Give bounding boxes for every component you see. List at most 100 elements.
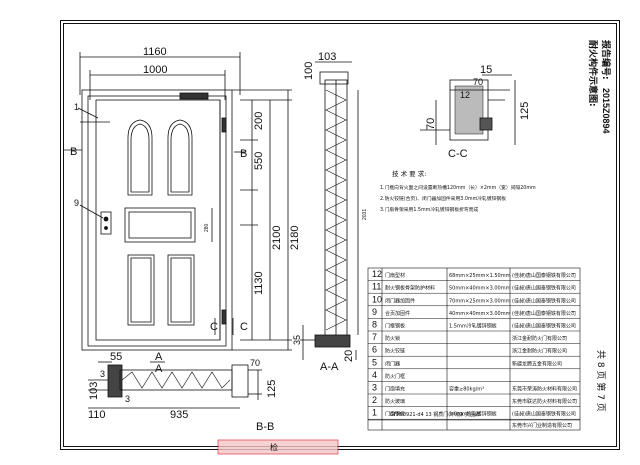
table-cell-no: 1 bbox=[372, 408, 377, 418]
front-view bbox=[64, 52, 292, 351]
front-view-labels: 1160 1000 200 550 2100 2180 1130 280 B B… bbox=[70, 46, 301, 333]
dim-2100: 2100 bbox=[271, 226, 283, 250]
table-cell-no: 6 bbox=[372, 345, 377, 355]
table-cell-name: 门框钢板 bbox=[385, 323, 405, 330]
table-cell-name: 防火玻璃 bbox=[385, 398, 405, 405]
aa-dim-20: 20 bbox=[343, 350, 355, 362]
table-cell-maker: 浙江金耐防火门有限公司 bbox=[512, 335, 567, 342]
callout-6: 9 bbox=[74, 198, 79, 208]
table-cell-name: 防火门框 bbox=[385, 373, 405, 380]
table-cell-spec: 1.0mm冷轧镀锌钢板 bbox=[449, 411, 497, 418]
bb-dim-70: 70 bbox=[250, 358, 260, 368]
aa-dim-35: 35 bbox=[292, 335, 302, 345]
cc-dim-70b: 70 bbox=[473, 77, 483, 87]
table-cell-no: 5 bbox=[372, 357, 377, 367]
dim-2180: 2180 bbox=[289, 226, 301, 250]
section-cc bbox=[420, 74, 516, 145]
table-cell-maker: 浙江金耐防火门有限公司 bbox=[512, 348, 567, 355]
table-cell-no: 4 bbox=[372, 370, 377, 380]
bb-dim-110: 110 bbox=[88, 409, 106, 421]
bb-marker-a-top: A bbox=[155, 351, 163, 363]
section-bb-title: B-B bbox=[256, 421, 274, 433]
section-cc-labels: 15 70 125 70 12 C-C bbox=[425, 64, 531, 160]
dim-1130: 1130 bbox=[253, 271, 265, 295]
tech-notes: 技 术 要 求: 1.门框向背火面之间设置断热槽120mm（长）×2mm（宽）间… bbox=[380, 169, 536, 213]
bb-dim-935: 935 bbox=[170, 409, 188, 421]
section-marker-c-left: C bbox=[210, 321, 218, 333]
aa-dim-100: 100 bbox=[303, 62, 315, 80]
footer-right: 东莞市兴门业制造有限公司 bbox=[512, 422, 572, 429]
dim-200: 200 bbox=[253, 112, 265, 130]
section-aa bbox=[300, 61, 359, 360]
table-cell-maker: (佳昶)唐山国泰钢铁有限公司 bbox=[512, 272, 576, 279]
table-cell-name: 闭门器 bbox=[385, 360, 400, 367]
table-cell-no: 2 bbox=[372, 395, 377, 405]
table-cell-no: 11 bbox=[372, 282, 381, 292]
tech-notes-heading: 技 术 要 求: bbox=[392, 169, 426, 178]
drawing-title: 耐火构件示意图: bbox=[587, 40, 599, 107]
table-cell-maker: 新疆龙腾五金有限公司 bbox=[512, 360, 562, 367]
dim-550: 550 bbox=[253, 152, 265, 170]
table-cell-maker: (佳昶)唐山国泰钢铁有限公司 bbox=[512, 310, 576, 317]
bb-marker-a-bottom: A bbox=[155, 363, 163, 375]
callout-1: 1 bbox=[74, 102, 79, 112]
table-cell-name: 门扇钢板 bbox=[385, 411, 405, 418]
table-cell-maker: 东莞市荣涛防火材料有限公司 bbox=[512, 386, 577, 393]
report-no: 2015Z0894 bbox=[601, 88, 611, 134]
bb-dim-55: 55 bbox=[110, 351, 122, 363]
section-cc-title: C-C bbox=[448, 148, 468, 160]
aa-dim-103: 103 bbox=[318, 51, 336, 63]
cc-dim-15: 15 bbox=[480, 64, 492, 76]
footer-mid: A 类品牌 bbox=[460, 411, 480, 418]
section-bb bbox=[88, 361, 262, 409]
stamp-label: 检 bbox=[270, 442, 278, 452]
bb-callout-3a: 3 bbox=[100, 369, 105, 379]
section-aa-title: A-A bbox=[320, 361, 339, 373]
table-cell-maker: 东莞市联达防火材料有限公司 bbox=[512, 398, 577, 405]
dim-280: 280 bbox=[204, 223, 210, 232]
table-cell-no: 3 bbox=[372, 383, 377, 393]
table-cell-no: 10 bbox=[372, 294, 382, 304]
aa-dim-2031: 2031 bbox=[362, 209, 368, 220]
table-cell-spec: 1.5mm冷轧镀锌钢板 bbox=[449, 323, 497, 330]
drawing-outer-frame bbox=[60, 20, 620, 450]
table-cell-maker: (佳昶)唐山国泰钢铁有限公司 bbox=[512, 285, 576, 292]
sheet-info: 共 8 页 第 7 页 bbox=[595, 350, 607, 412]
table-cell-maker: (佳昶)唐山国泰钢铁有限公司 bbox=[512, 323, 576, 330]
section-aa-labels: 103 100 35 20 2031 A-A bbox=[292, 51, 368, 373]
table-cell-spec: 70mm×25mm×3.00mm bbox=[449, 298, 511, 304]
tech-note-3: 3.门扇骨架采用1.5mm冷轧镀锌钢板折弯而成 bbox=[380, 206, 479, 213]
bb-callout-3b: 3 bbox=[125, 394, 130, 404]
section-marker-b-right: B bbox=[240, 148, 247, 160]
dim-1000: 1000 bbox=[143, 64, 167, 76]
parts-table-footer: GFM-0921-d4 13 钢质门(甲级) A 类品牌 东莞市兴门业制造有限公… bbox=[368, 411, 580, 429]
table-cell-name: 防火铰链 bbox=[385, 348, 405, 355]
table-cell-name: 防火锁 bbox=[385, 335, 400, 342]
table-cell-maker: (佳昶)唐山国泰钢铁有限公司 bbox=[512, 411, 576, 418]
table-cell-no: 9 bbox=[372, 307, 377, 317]
section-marker-b-left: B bbox=[70, 146, 77, 158]
cc-callout-12: 12 bbox=[460, 90, 470, 100]
table-cell-spec: 容重≥80kg/m³ bbox=[449, 386, 484, 393]
cc-dim-125: 125 bbox=[519, 102, 531, 120]
table-cell-spec: 40mm×40mm×3.00mm bbox=[449, 311, 511, 317]
dim-1160: 1160 bbox=[143, 46, 167, 58]
table-cell-name: 耐火钢板骨架防护材料 bbox=[385, 285, 435, 292]
title-block: 报告编号: 2015Z0894 耐火构件示意图: 共 8 页 第 7 页 bbox=[587, 40, 612, 412]
table-cell-spec: 68mm×25mm×1.50mm bbox=[449, 273, 511, 279]
tech-note-1: 1.门框向背火面之间设置断热槽120mm（长）×2mm（宽）间隔20mm bbox=[380, 184, 536, 191]
tech-note-2: 2.防火铰链(合页)、闭门器加固件采用3.0mm冷轧镀锌钢板 bbox=[380, 195, 506, 202]
table-cell-name: 门扇型材 bbox=[385, 272, 405, 279]
table-cell-spec: 50mm×40mm×3.00mm bbox=[449, 286, 511, 292]
bb-dim-125: 125 bbox=[266, 380, 278, 398]
cc-dim-70: 70 bbox=[425, 118, 437, 130]
bb-dim-103: 103 bbox=[88, 382, 100, 400]
section-marker-c-right: C bbox=[240, 321, 248, 333]
report-no-label: 报告编号: bbox=[600, 40, 612, 80]
table-cell-no: 7 bbox=[372, 332, 377, 342]
footer-left: GFM-0921-d4 13 钢质门(甲级) bbox=[390, 411, 462, 418]
parts-table bbox=[367, 267, 581, 431]
table-cell-name: 合页加固件 bbox=[385, 310, 410, 317]
table-cell-name: 闭门器加固件 bbox=[385, 297, 415, 304]
